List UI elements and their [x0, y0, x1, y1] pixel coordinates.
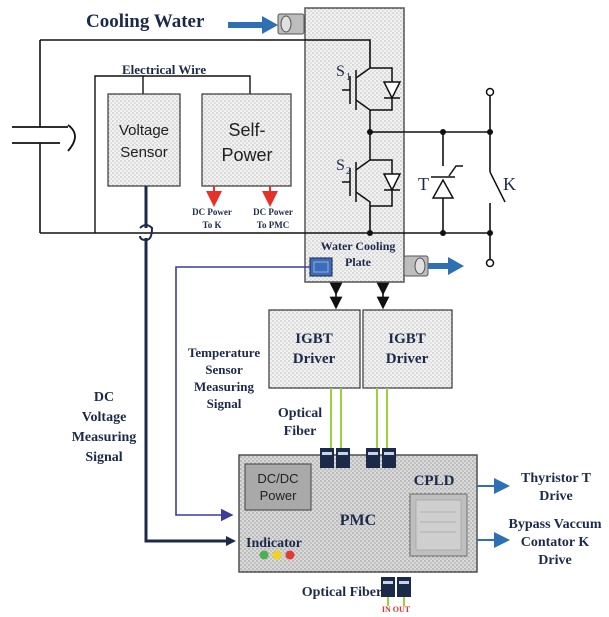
thyristor-label: T — [418, 174, 429, 194]
dc-power-k-label-2: To K — [203, 220, 222, 230]
self-power-box — [202, 94, 291, 186]
voltage-sensor-box — [108, 94, 180, 186]
s1-subscript: 1 — [346, 72, 351, 83]
water-cooling-label-2: Plate — [345, 255, 372, 269]
indicator-led-red — [286, 551, 295, 560]
cooling-water-in-arrow — [228, 16, 278, 34]
self-power-label-2: Power — [221, 145, 272, 165]
igbt-driver-1-label-1: IGBT — [295, 331, 333, 347]
igbt-driver-2-label-1: IGBT — [388, 331, 426, 347]
temperature-signal-label-3: Measuring — [194, 379, 254, 394]
switch-k-label: K — [503, 174, 516, 194]
voltage-sensor-label-1: Voltage — [119, 122, 169, 139]
water-cooling-label-1: Water Cooling — [321, 239, 396, 253]
pmc-fiber-connectors-bottom — [381, 577, 411, 597]
dc-power-k-label-1: DC Power — [192, 207, 232, 217]
capacitor-symbol — [12, 125, 75, 151]
optical-fiber-bottom-label: Optical Fiber — [302, 585, 383, 600]
in-out-label: IN OUT — [382, 605, 411, 614]
s2-label: S — [336, 157, 345, 174]
thyristor-drive-label-2: Drive — [539, 489, 572, 504]
cooling-water-label: Cooling Water — [86, 11, 205, 32]
igbt-driver-1-label-2: Driver — [293, 351, 336, 367]
dc-power-pmc-label-2: To PMC — [257, 220, 289, 230]
igbt-driver-2-label-2: Driver — [386, 351, 429, 367]
optical-fiber-lines — [331, 388, 387, 448]
temperature-signal-label-2: Sensor — [205, 362, 243, 377]
self-power-label-1: Self- — [228, 120, 265, 140]
indicator-led-green — [260, 551, 269, 560]
voltage-sensor-label-2: Sensor — [120, 144, 168, 161]
s1-label: S — [336, 63, 345, 80]
optical-fiber-top-label-1: Optical — [278, 406, 322, 421]
igbt-driver-1-box — [269, 310, 360, 388]
s2-subscript: 2 — [346, 166, 351, 177]
cpld-label: CPLD — [414, 473, 455, 489]
dcdc-power-label-1: DC/DC — [257, 471, 298, 486]
igbt-driver-2-box — [363, 310, 452, 388]
dc-voltage-label-3: Measuring — [72, 430, 137, 445]
cooling-water-out-arrow — [428, 257, 464, 275]
pmc-label: PMC — [340, 512, 376, 529]
dc-voltage-label-2: Voltage — [82, 410, 127, 425]
dc-power-pmc-label-1: DC Power — [253, 207, 293, 217]
thyristor-t-symbol — [431, 166, 463, 198]
thyristor-drive-label-1: Thyristor T — [521, 471, 592, 486]
bypass-drive-label-2: Contator K — [521, 535, 590, 550]
indicator-led-yellow — [273, 551, 282, 560]
dc-voltage-label-1: DC — [94, 390, 114, 405]
temperature-signal-label-4: Signal — [207, 396, 242, 411]
temperature-sensor-chip — [310, 258, 332, 276]
dc-voltage-label-4: Signal — [85, 450, 122, 465]
optical-fiber-top-label-2: Fiber — [284, 424, 317, 439]
indicator-label: Indicator — [246, 536, 302, 551]
temperature-signal-label-1: Temperature — [188, 345, 260, 360]
bypass-drive-label-3: Drive — [538, 553, 571, 568]
bypass-drive-label-1: Bypass Vaccum — [509, 517, 602, 532]
electrical-wire-label: Electrical Wire — [122, 62, 206, 77]
dcdc-power-label-2: Power — [260, 488, 298, 503]
driver-bidirectional-arrows — [336, 289, 383, 303]
